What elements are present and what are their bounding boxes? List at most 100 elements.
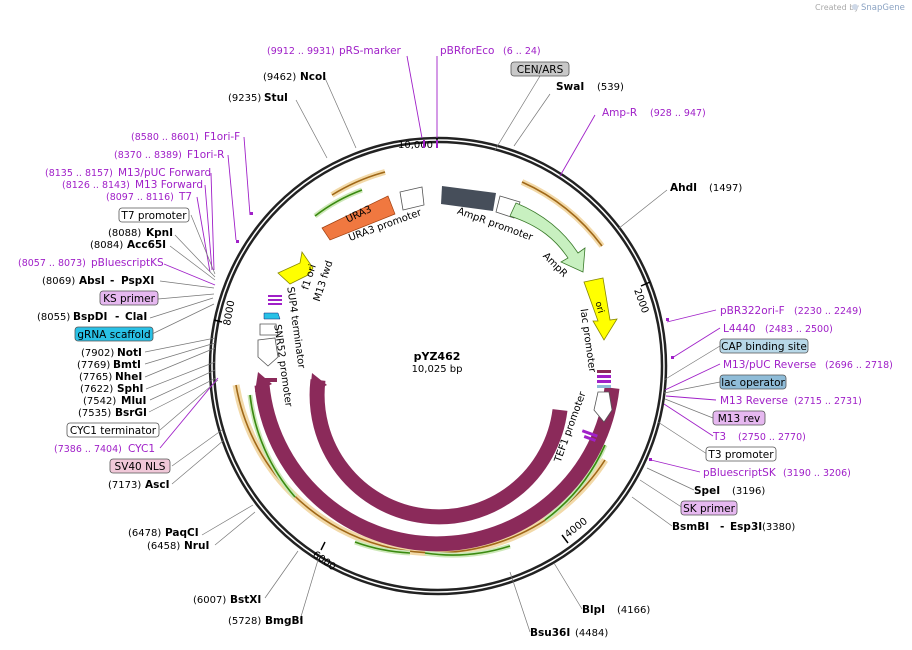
bmti-label: BmtI <box>113 359 141 371</box>
pbluescriptks-range: (8057 .. 8073) <box>18 258 86 269</box>
tick-6000: 6000 <box>310 549 337 573</box>
blpi-label: BlpI <box>582 604 605 616</box>
bstxi-pos: (6007) <box>193 595 226 606</box>
tick-2000: 2000 <box>631 287 650 315</box>
m13-puc-fwd-range: (8135 .. 8157) <box>45 168 113 179</box>
prs-marker-range: (9912 .. 9931) <box>267 46 335 57</box>
bsu36i-label: Bsu36I <box>530 627 570 639</box>
acc65i-label: Acc65I <box>127 239 166 251</box>
t7-range: (8097 .. 8116) <box>106 192 174 203</box>
grna-scaffold-box: gRNA scaffold <box>77 329 150 341</box>
f1ori-r-label: F1ori-R <box>187 149 224 161</box>
cas9-features: Cas9 Cas9 <box>254 372 620 552</box>
pbluescriptsk-range: (3190 .. 3206) <box>783 468 851 479</box>
paqci-pos: (6478) <box>128 528 161 539</box>
noti-pos: (7902) <box>81 348 114 359</box>
nrui-pos: (6458) <box>147 541 180 552</box>
primer-labels: (9912 .. 9931) pRS-marker pBRforEco (6 .… <box>18 45 893 479</box>
l4440-range: (2483 .. 2500) <box>765 324 833 335</box>
brand-prefix: Created by <box>815 3 859 12</box>
ncoi-pos: (9462) <box>263 72 296 83</box>
bsrgi-label: BsrGI <box>115 407 147 419</box>
t3-range: (2750 .. 2770) <box>738 432 806 443</box>
pbrforeco-range: (6 .. 24) <box>503 46 541 57</box>
sphi-label: SphI <box>117 383 143 395</box>
t3-label: T3 <box>712 431 726 443</box>
stui-pos: (9235) <box>228 93 261 104</box>
pbr322ori-f-label: pBR322ori-F <box>720 305 785 317</box>
lac-promoter-label: lac promoter <box>578 308 598 374</box>
m13-puc-rev-range: (2696 .. 2718) <box>825 360 893 371</box>
cyc1-range: (7386 .. 7404) <box>54 444 122 455</box>
m13-puc-fwd-label: M13/pUC Forward <box>118 167 211 179</box>
cas9-label-outer: Cas9 <box>402 524 427 535</box>
clai-label: ClaI <box>125 311 147 323</box>
spei-pos: (3196) <box>732 486 765 497</box>
map-center-label: pYZ462 10,025 bp <box>412 350 463 375</box>
bstxi-label: BstXI <box>230 594 261 606</box>
bsrgi-pos: (7535) <box>78 408 111 419</box>
bsu36i-pos: (4484) <box>575 628 608 639</box>
bmgbi-label: BmgBI <box>265 615 303 627</box>
plasmid-length: 10,025 bp <box>412 364 463 375</box>
absi-label: AbsI <box>79 275 105 287</box>
cyc1-label: CYC1 <box>128 443 155 455</box>
m13-fwd-label: M13 Forward <box>135 179 203 191</box>
mlui-pos: (7542) <box>83 396 116 407</box>
kpni-pos: (8088) <box>108 228 141 239</box>
f1ori-f-label: F1ori-F <box>204 131 240 143</box>
esp3i-dash: - <box>720 521 724 533</box>
sphi-pos: (7622) <box>80 384 113 395</box>
tick-10000: 10,000 <box>398 140 433 151</box>
bspdi-label: BspDI <box>73 311 107 323</box>
esp3i-label: Esp3I <box>730 521 762 533</box>
pbluescriptks-label: pBluescriptKS <box>91 257 164 269</box>
kpni-label: KpnI <box>146 227 173 239</box>
ampr-label: AmpR <box>540 251 569 280</box>
f1-ori-feature: f1 ori M13 fwd <box>268 250 335 305</box>
plasmid-name: pYZ462 <box>414 350 461 363</box>
ks-primer-box: KS primer <box>103 293 155 305</box>
nhei-pos: (7765) <box>79 372 112 383</box>
absi-pos: (8069) <box>42 276 75 287</box>
amp-r-label: Amp-R <box>602 107 637 119</box>
ahdi-pos: (1497) <box>709 183 742 194</box>
prs-marker-label: pRS-marker <box>339 45 402 57</box>
lac-operator-box: lac operator <box>721 377 785 389</box>
pbrforeco-label: pBRforEco <box>440 45 494 57</box>
snapgene-logo: Created by SnapGene <box>815 3 905 13</box>
bspdi-pos: (8055) <box>37 312 70 323</box>
t7-label: T7 <box>178 191 192 203</box>
amp-r-range: (928 .. 947) <box>650 108 706 119</box>
ampr-feature: AmpR promoter AmpR <box>441 186 586 280</box>
pspxi-dash: - <box>110 275 114 287</box>
f1ori-f-range: (8580 .. 8601) <box>131 132 199 143</box>
pbluescriptsk-label: pBluescriptSK <box>703 467 777 479</box>
swai-label: SwaI <box>556 81 584 93</box>
bsmbi-pos: (3380) <box>762 522 795 533</box>
mlui-label: MluI <box>121 395 146 407</box>
tick-4000: 4000 <box>563 516 590 540</box>
primer-site-marks <box>236 140 674 461</box>
ura3-feature: URA3 URA3 promoter <box>321 186 425 244</box>
paqci-label: PaqCI <box>165 527 199 539</box>
bmgbi-pos: (5728) <box>228 616 261 627</box>
l4440-label: L4440 <box>723 323 756 335</box>
nrui-label: NruI <box>184 540 209 552</box>
tick-8000: 8000 <box>222 300 237 327</box>
m13-rev-box: M13 rev <box>718 413 761 425</box>
m13-reverse-range: (2715 .. 2731) <box>794 396 862 407</box>
sk-primer-box: SK primer <box>683 503 735 515</box>
m13-fwd-range: (8126 .. 8143) <box>62 180 130 191</box>
t7-promoter-box: T7 promoter <box>120 210 187 222</box>
stui-label: StuI <box>264 92 288 104</box>
ncoi-label: NcoI <box>300 71 326 83</box>
ori-label: ori <box>593 301 606 315</box>
m13-puc-rev-label: M13/pUC Reverse <box>723 359 816 371</box>
blpi-pos: (4166) <box>617 605 650 616</box>
snr52-promoter-label: SNR52 promoter <box>271 324 294 409</box>
brand-name: SnapGene <box>861 3 905 13</box>
leader-lines <box>144 55 721 633</box>
